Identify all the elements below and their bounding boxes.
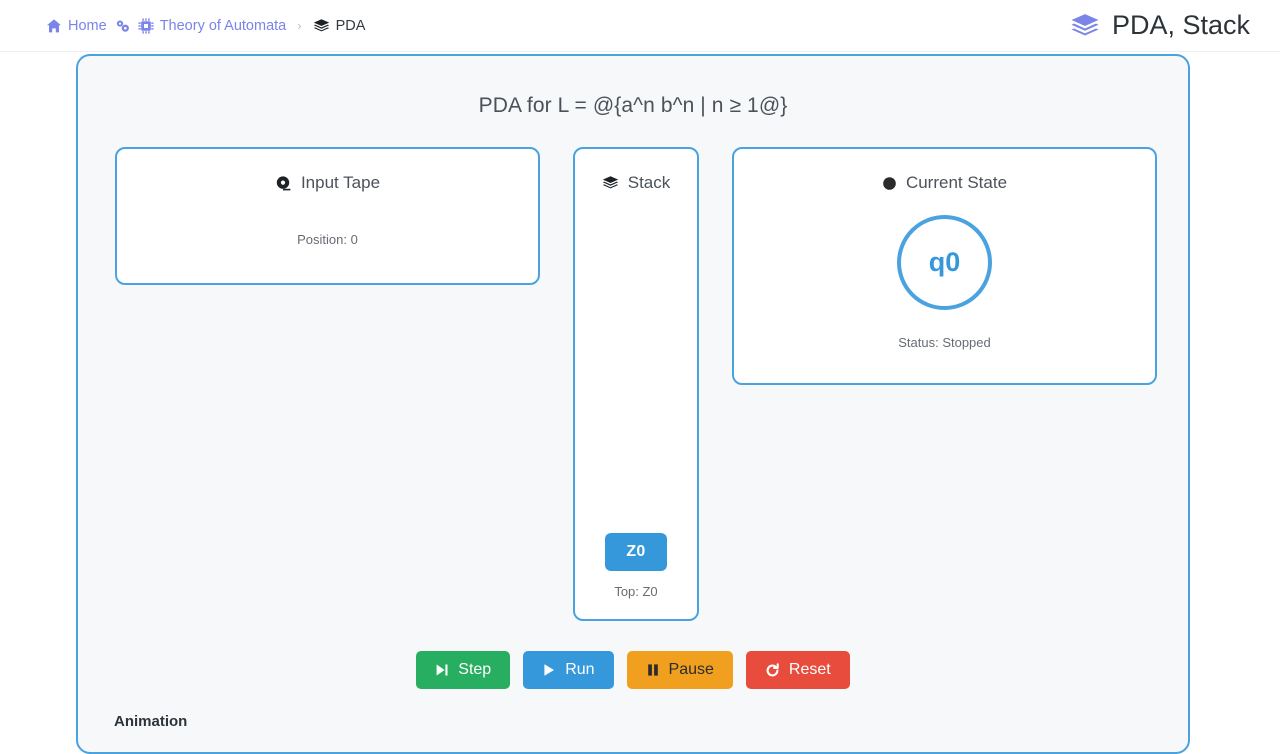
breadcrumb-item-pda: PDA	[313, 17, 366, 34]
step-forward-icon	[435, 663, 449, 677]
breadcrumb-theory-label: Theory of Automata	[159, 17, 287, 34]
page-title: PDA, Stack	[1070, 10, 1250, 41]
pause-icon	[646, 663, 660, 677]
simulator-title: PDA for L = @{a^n b^n | n ≥ 1@}	[478, 94, 788, 117]
input-tape-title: Input Tape	[300, 173, 381, 192]
breadcrumb-item-home[interactable]: Home	[46, 18, 107, 34]
run-button[interactable]: Run	[523, 651, 614, 689]
simulation-controls: Step Run Pause	[78, 651, 1188, 689]
stack-cell: Z0	[605, 533, 667, 571]
current-state-value: q0	[928, 247, 961, 277]
step-button-label: Step	[458, 661, 492, 678]
input-tape-header: Input Tape	[133, 173, 522, 193]
stack-top-label: Top: Z0	[614, 584, 658, 599]
animation-section-label: Animation	[114, 713, 188, 730]
breadcrumb-bar: Home Theory of Automata ›	[0, 0, 1280, 52]
layers-icon	[602, 175, 619, 191]
play-icon	[542, 663, 556, 677]
current-state-title: Current State	[905, 173, 1008, 192]
current-state-card: Current State q0 Status: Stopped	[732, 147, 1157, 385]
layers-icon	[313, 18, 330, 34]
microchip-icon	[138, 17, 154, 34]
gears-icon	[114, 18, 131, 34]
pda-simulator-panel: PDA for L = @{a^n b^n | n ≥ 1@} Input Ta…	[76, 54, 1190, 754]
breadcrumb-item-theory-of-automata[interactable]: Theory of Automata	[138, 17, 287, 34]
step-button[interactable]: Step	[416, 651, 511, 689]
current-state-circle: q0	[897, 215, 992, 310]
stack-card: Stack Z0 Top: Z0	[573, 147, 699, 621]
house-icon	[46, 18, 62, 34]
tape-reel-icon	[275, 175, 292, 192]
input-tape-card: Input Tape Position: 0	[115, 147, 540, 285]
current-state-header: Current State	[882, 173, 1007, 193]
current-state-status: Status: Stopped	[898, 335, 991, 350]
breadcrumb-pda-label: PDA	[335, 17, 366, 34]
breadcrumb-home-label: Home	[68, 17, 107, 34]
page-title-label: PDA, Stack	[1111, 10, 1250, 40]
breadcrumb-separator: ›	[297, 18, 302, 33]
reset-button-label: Reset	[788, 661, 831, 678]
reset-button[interactable]: Reset	[745, 651, 850, 689]
layers-icon	[1070, 12, 1100, 40]
stack-title: Stack	[627, 173, 671, 192]
tape-position-label: Position: 0	[297, 232, 358, 247]
stack-contents: Z0 Top: Z0	[587, 533, 685, 599]
stack-header: Stack	[587, 173, 685, 193]
pause-button[interactable]: Pause	[626, 651, 733, 689]
refresh-icon	[765, 662, 780, 678]
circle-icon	[882, 176, 897, 191]
run-button-label: Run	[565, 661, 595, 678]
breadcrumb: Home Theory of Automata ›	[46, 18, 365, 34]
simulator-panels-row: Input Tape Position: 0 Stack Z0 Top: Z0	[78, 118, 1188, 621]
pause-button-label: Pause	[668, 661, 714, 678]
